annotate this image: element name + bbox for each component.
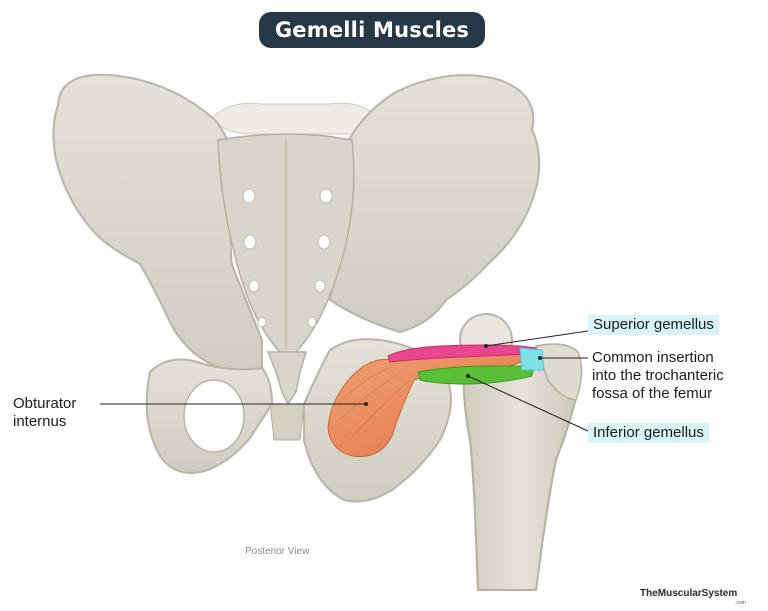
label-insertion-line-2: into the trochanteric	[592, 367, 724, 384]
left-obturator-foramen	[183, 379, 245, 453]
view-caption: Posterior View	[245, 546, 310, 557]
label-inferior-gemellus: Inferior gemellus	[588, 423, 709, 443]
common-insertion-tendon	[519, 347, 545, 371]
label-superior-gemellus: Superior gemellus	[588, 315, 719, 335]
label-insertion-line-1: Common insertion	[592, 349, 714, 366]
label-insertion-line-3: fossa of the femur	[592, 385, 713, 402]
watermark-suffix: .com	[735, 600, 746, 606]
inferior-gemellus-muscle	[417, 365, 535, 385]
watermark-name: TheMuscularSystem	[640, 588, 738, 599]
page-title: Gemelli Muscles	[259, 12, 485, 48]
leader-lines	[100, 330, 589, 432]
lumbar-vertebra	[211, 102, 379, 135]
coccyx	[266, 351, 308, 406]
sacral-foramina	[242, 188, 333, 328]
pubic-symphysis	[269, 403, 305, 441]
label-obturator-internus-line-1: Obturator	[13, 395, 77, 412]
label-obturator-internus-line-2: internus	[13, 413, 67, 430]
